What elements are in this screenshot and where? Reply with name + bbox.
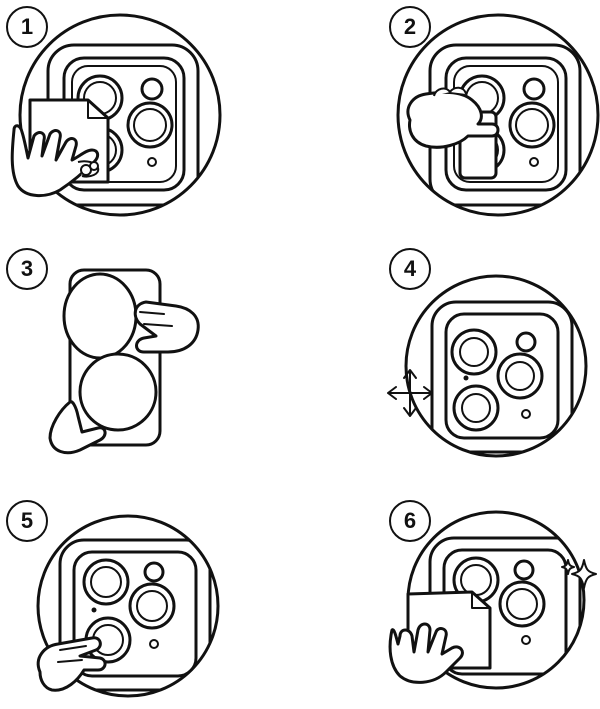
step-1-illustration bbox=[10, 13, 222, 217]
move-arrows-icon bbox=[387, 369, 433, 417]
step-4-number: 4 bbox=[389, 248, 431, 290]
step-3-illustration bbox=[48, 268, 200, 455]
zoom-circle bbox=[36, 514, 220, 698]
step-6-number: 6 bbox=[389, 500, 431, 542]
step-2-number: 2 bbox=[389, 6, 431, 48]
step-3-number: 3 bbox=[6, 248, 48, 290]
hand-icon bbox=[10, 124, 100, 197]
protective-film bbox=[62, 272, 138, 360]
sparkle-icon bbox=[561, 559, 597, 589]
step-2-illustration bbox=[396, 13, 600, 217]
phone-outline bbox=[68, 268, 162, 447]
hand-icon bbox=[133, 300, 200, 354]
hand-icon bbox=[48, 400, 107, 455]
zoom-circle bbox=[404, 274, 588, 458]
hand-icon bbox=[388, 622, 464, 684]
step-5-illustration bbox=[36, 514, 220, 698]
step-1-number: 1 bbox=[6, 6, 48, 48]
zoom-circle bbox=[18, 13, 222, 217]
step-6-illustration bbox=[388, 510, 597, 690]
zoom-circle bbox=[396, 13, 600, 217]
hand-icon bbox=[406, 86, 500, 149]
camera-module bbox=[58, 538, 212, 692]
step-5-number: 5 bbox=[6, 500, 48, 542]
finger-hand-icon bbox=[36, 636, 107, 692]
camera-module bbox=[430, 300, 574, 454]
lens-cover bbox=[78, 352, 158, 432]
step-4-illustration bbox=[387, 274, 588, 458]
